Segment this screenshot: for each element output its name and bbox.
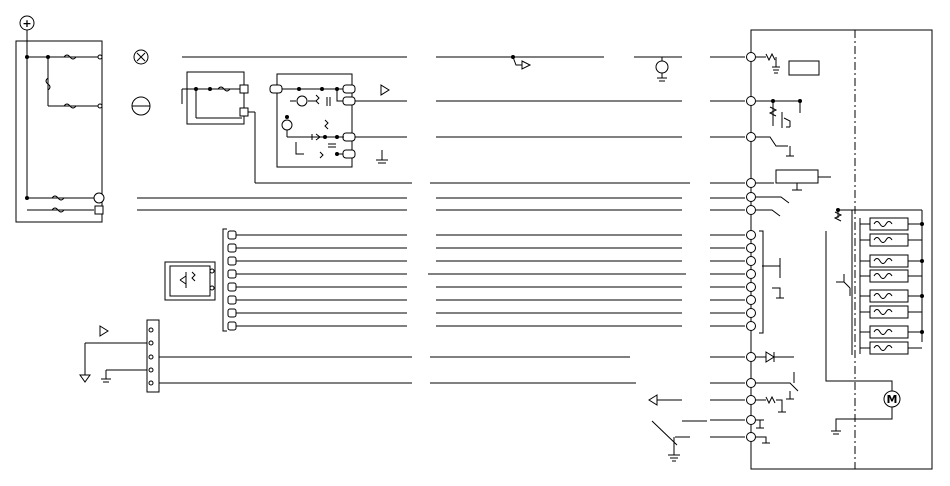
fuse-box [15, 40, 103, 223]
control-unit [269, 73, 356, 168]
indicator-lamp [133, 49, 149, 65]
heater-bank [833, 208, 924, 355]
harness-lines-top [137, 56, 745, 211]
sensor-connector-left [164, 228, 227, 332]
relay-module [181, 71, 412, 184]
fuse-box-connectors [25, 54, 105, 215]
battery-label: + [22, 17, 31, 30]
motor-label: M [887, 393, 898, 406]
ecu-bracket [759, 230, 764, 334]
ground-symbol-center [376, 150, 388, 164]
signal-arrow-left [648, 394, 682, 406]
fuses [45, 54, 77, 213]
sensor-connector-pins [227, 230, 237, 331]
motor: M [825, 231, 901, 435]
speaker-symbol [131, 96, 151, 116]
tap-junction [511, 55, 669, 82]
harness-lines-bus [236, 234, 745, 327]
ecu-internal-circuits [756, 52, 831, 444]
ecu-housing [750, 29, 933, 470]
battery-terminal: + [19, 15, 35, 44]
switch-connector [79, 319, 745, 393]
ground-bottom [651, 399, 745, 462]
ecu-terminals [746, 52, 756, 442]
signal-arrow-right [380, 84, 390, 96]
